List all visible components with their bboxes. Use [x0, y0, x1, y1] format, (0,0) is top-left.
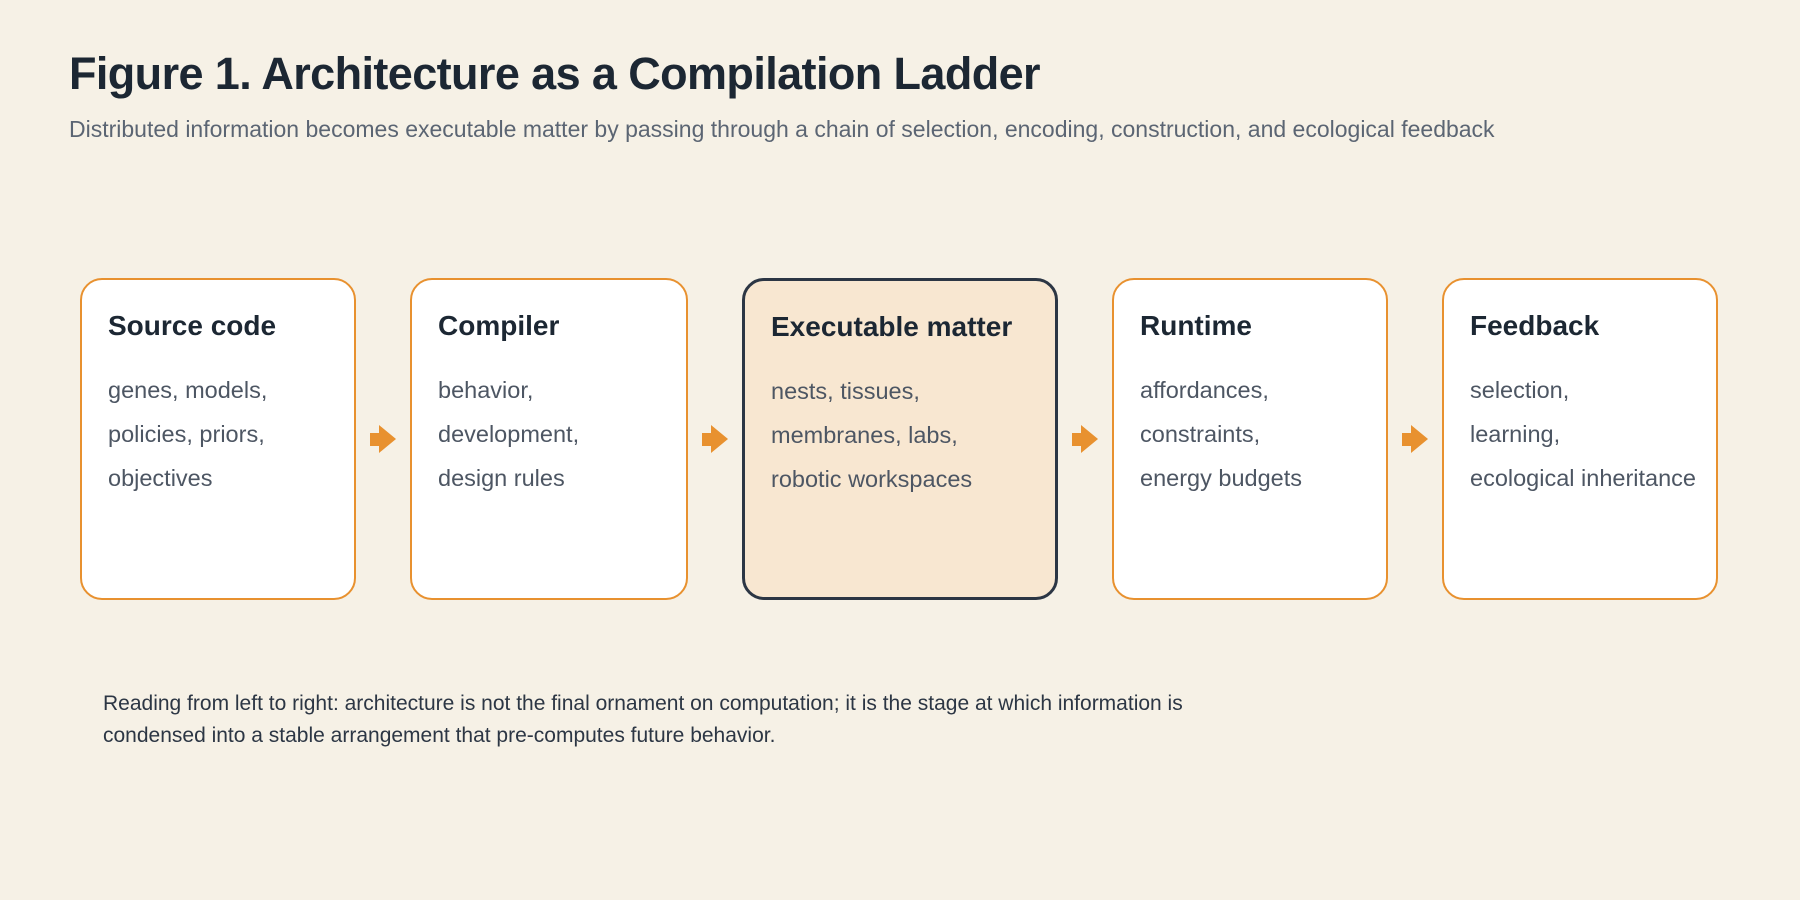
stage-item: design rules [438, 465, 565, 491]
arrow-stem [1072, 432, 1081, 446]
stage-item: nests, tissues, [771, 378, 920, 404]
arrow-stem [370, 432, 379, 446]
stage-item: selection, [1470, 377, 1570, 403]
stage-title: Runtime [1140, 310, 1252, 341]
stage-item: robotic workspaces [771, 466, 973, 492]
flow-arrow-icon [1402, 425, 1428, 453]
stage-box-feedback: Feedback selection, learning, ecological… [1442, 278, 1718, 600]
arrow-stem [1402, 432, 1411, 446]
figure-title: Figure 1. Architecture as a Compilation … [69, 48, 1041, 99]
arrow-stem [702, 432, 711, 446]
stage-item: policies, priors, [108, 421, 265, 447]
stage-box-executable-matter: Executable matter nests, tissues, membra… [742, 278, 1058, 600]
figure-caption: Reading from left to right: architecture… [103, 692, 1183, 747]
stage-item: energy budgets [1140, 465, 1303, 491]
stage-items: selection, learning, ecological inherita… [1470, 368, 1697, 500]
stage-item: ecological inheritance [1470, 465, 1697, 491]
stage-item: behavior, [438, 377, 534, 403]
stage-items: genes, models, policies, priors, objecti… [108, 368, 328, 500]
stage-item: genes, models, [108, 377, 268, 403]
stage-box-compiler: Compiler behavior, development, design r… [410, 278, 688, 600]
arrow-head [1411, 425, 1428, 453]
stage-title: Source code [108, 310, 277, 341]
stage-item: affordances, [1140, 377, 1269, 403]
stage-item: membranes, labs, [771, 422, 958, 448]
stage-items: behavior, development, design rules [438, 368, 660, 500]
stage-items: affordances, constraints, energy budgets [1140, 368, 1360, 500]
stage-item: development, [438, 421, 580, 447]
stage-box-source-code: Source code genes, models, policies, pri… [80, 278, 356, 600]
stage-title: Executable matter [771, 311, 1013, 342]
flow-arrow-icon [370, 425, 396, 453]
stage-box-runtime: Runtime affordances, constraints, energy… [1112, 278, 1388, 600]
flow-arrow-icon [1072, 425, 1098, 453]
stage-title: Compiler [438, 310, 560, 341]
stage-title: Feedback [1470, 310, 1600, 341]
stage-item: constraints, [1140, 421, 1261, 447]
arrow-head [711, 425, 728, 453]
arrow-head [379, 425, 396, 453]
stage-item: objectives [108, 465, 213, 491]
stage-item: learning, [1470, 421, 1561, 447]
stage-items: nests, tissues, membranes, labs, robotic… [771, 369, 1029, 501]
arrow-head [1081, 425, 1098, 453]
figure-subtitle: Distributed information becomes executab… [69, 116, 1495, 142]
flow-arrow-icon [702, 425, 728, 453]
compilation-ladder-diagram: Source code genes, models, policies, pri… [80, 278, 1718, 600]
